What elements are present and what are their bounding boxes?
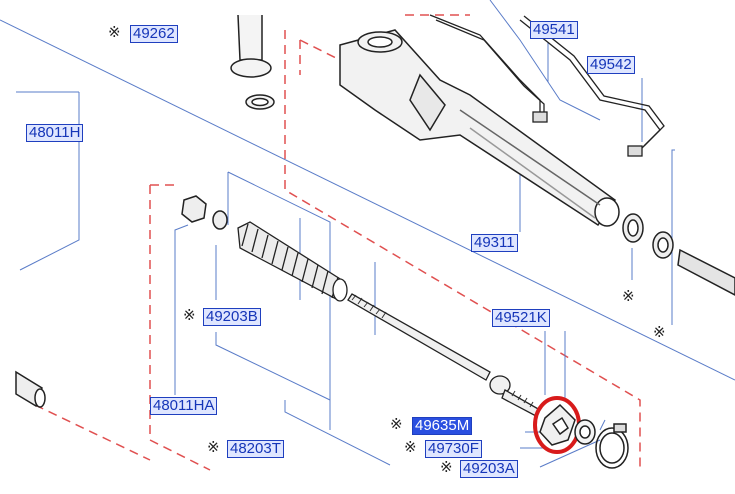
asterisk-mark-49635M: ※ [390, 416, 403, 433]
lock-nut-part[interactable] [539, 403, 576, 446]
part-label-48203T[interactable]: 48203T [227, 440, 284, 458]
part-label-49203A[interactable]: 49203A [460, 460, 518, 478]
bellows-boot [237, 221, 348, 302]
part-label-48011H[interactable]: 48011H [26, 124, 84, 142]
asterisk-mark-48203T: ※ [207, 439, 220, 456]
asterisk-mark-49262: ※ [108, 24, 121, 41]
part-label-49521K[interactable]: 49521K [492, 309, 550, 327]
asterisk-mark-seal-1: ※ [622, 288, 635, 305]
asterisk-mark-49730F: ※ [404, 439, 417, 456]
asterisk-mark-49203A: ※ [440, 459, 453, 476]
part-label-49203B[interactable]: 49203B [203, 308, 261, 326]
lower-left-tube [15, 370, 46, 408]
part-label-48011HA[interactable]: 48011HA [150, 397, 218, 415]
washer-and-clamp [574, 419, 629, 469]
asterisk-mark-49203B: ※ [183, 307, 196, 324]
part-label-49542[interactable]: 49542 [587, 56, 635, 74]
tie-rod [347, 293, 541, 417]
housing-seals [622, 213, 735, 296]
assembly-boundary [34, 14, 641, 471]
part-label-49730F[interactable]: 49730F [425, 440, 482, 458]
leader-lines [0, 0, 735, 468]
part-label-49541[interactable]: 49541 [530, 21, 578, 39]
part-label-49311[interactable]: 49311 [471, 234, 518, 252]
upper-shaft [230, 14, 275, 110]
hydraulic-pipes [429, 14, 665, 157]
nut-and-washer [181, 195, 228, 230]
asterisk-mark-seal-2: ※ [653, 324, 666, 341]
part-label-49635M[interactable]: 49635M [412, 417, 473, 435]
gear-housing [339, 29, 620, 227]
part-label-49262[interactable]: 49262 [130, 25, 178, 43]
